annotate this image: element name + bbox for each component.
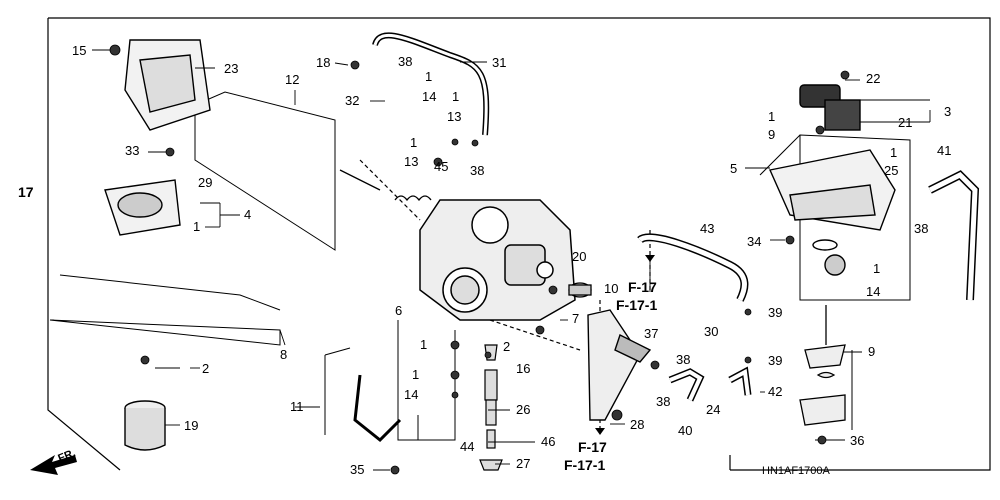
callout-28: 28 (630, 417, 645, 432)
callout-2: 2 (202, 361, 210, 376)
callout-41: 41 (937, 143, 952, 158)
callout-1: 1 (420, 337, 428, 352)
callout-16: 16 (516, 361, 531, 376)
ref-arrow-icon (645, 255, 655, 262)
callout-22: 22 (866, 71, 881, 86)
callout-38: 38 (656, 394, 671, 409)
callout-20: 20 (572, 249, 587, 264)
callout-1: 1 (873, 261, 881, 276)
ref-f17: F-17 (628, 279, 657, 295)
callout-1: 1 (768, 109, 776, 124)
callout-38: 38 (914, 221, 929, 236)
callout-21: 21 (898, 115, 913, 130)
callout-2: 2 (503, 339, 511, 354)
callout-13: 13 (447, 109, 462, 124)
callout-39: 39 (768, 353, 783, 368)
callout-7: 7 (572, 311, 580, 326)
callout-1: 1 (193, 219, 201, 234)
callout-1: 1 (890, 145, 898, 160)
callout-8: 8 (280, 347, 288, 362)
callout-39: 39 (768, 305, 783, 320)
callout-44: 44 (460, 439, 475, 454)
callout-17: 17 (18, 184, 34, 200)
callout-9: 9 (768, 127, 776, 142)
ref-f17: F-17 (578, 439, 607, 455)
callout-1: 1 (452, 89, 460, 104)
callout-31: 31 (492, 55, 507, 70)
callout-40: 40 (678, 423, 693, 438)
callout-11: 11 (290, 399, 304, 414)
callout-6: 6 (395, 303, 403, 318)
callout-37: 37 (644, 326, 659, 341)
callout-46: 46 (541, 434, 556, 449)
callout-3: 3 (944, 104, 952, 119)
ref-arrow-icon (595, 428, 605, 435)
front-arrow-icon (30, 455, 77, 475)
callout-26: 26 (516, 402, 531, 417)
frame-border (48, 17, 991, 471)
callout-45: 45 (434, 159, 449, 174)
callout-1: 1 (412, 367, 420, 382)
callout-1: 1 (410, 135, 418, 150)
callout-29: 29 (198, 175, 213, 190)
callout-27: 27 (516, 456, 531, 471)
callout-38: 38 (676, 352, 691, 367)
callout-23: 23 (224, 61, 239, 76)
callout-43: 43 (700, 221, 715, 236)
callout-14: 14 (404, 387, 419, 402)
callout-1: 1 (425, 69, 433, 84)
callout-35: 35 (350, 462, 365, 477)
callout-38: 38 (398, 54, 413, 69)
callout-10: 10 (604, 281, 619, 296)
callout-14: 14 (866, 284, 881, 299)
callout-25: 25 (884, 163, 899, 178)
callout-18: 18 (316, 55, 331, 70)
callout-9: 9 (868, 344, 876, 359)
frame-left (47, 18, 121, 471)
callout-13: 13 (404, 154, 419, 169)
callout-33: 33 (125, 143, 140, 158)
callout-34: 34 (747, 234, 762, 249)
callout-19: 19 (184, 418, 199, 433)
callout-38: 38 (470, 163, 485, 178)
callout-32: 32 (345, 93, 360, 108)
callout-24: 24 (706, 402, 721, 417)
diagram-code: HN1AF1700A (762, 465, 830, 477)
callout-12: 12 (285, 72, 300, 87)
callout-4: 4 (244, 207, 252, 222)
callout-30: 30 (704, 324, 719, 339)
callout-36: 36 (850, 433, 865, 448)
callout-42: 42 (768, 384, 783, 399)
ref-f17-1: F-17-1 (616, 297, 658, 313)
callout-15: 15 (72, 43, 87, 58)
ref-f17-1: F-17-1 (564, 457, 606, 473)
callout-5: 5 (730, 161, 738, 176)
callout-14: 14 (422, 89, 437, 104)
